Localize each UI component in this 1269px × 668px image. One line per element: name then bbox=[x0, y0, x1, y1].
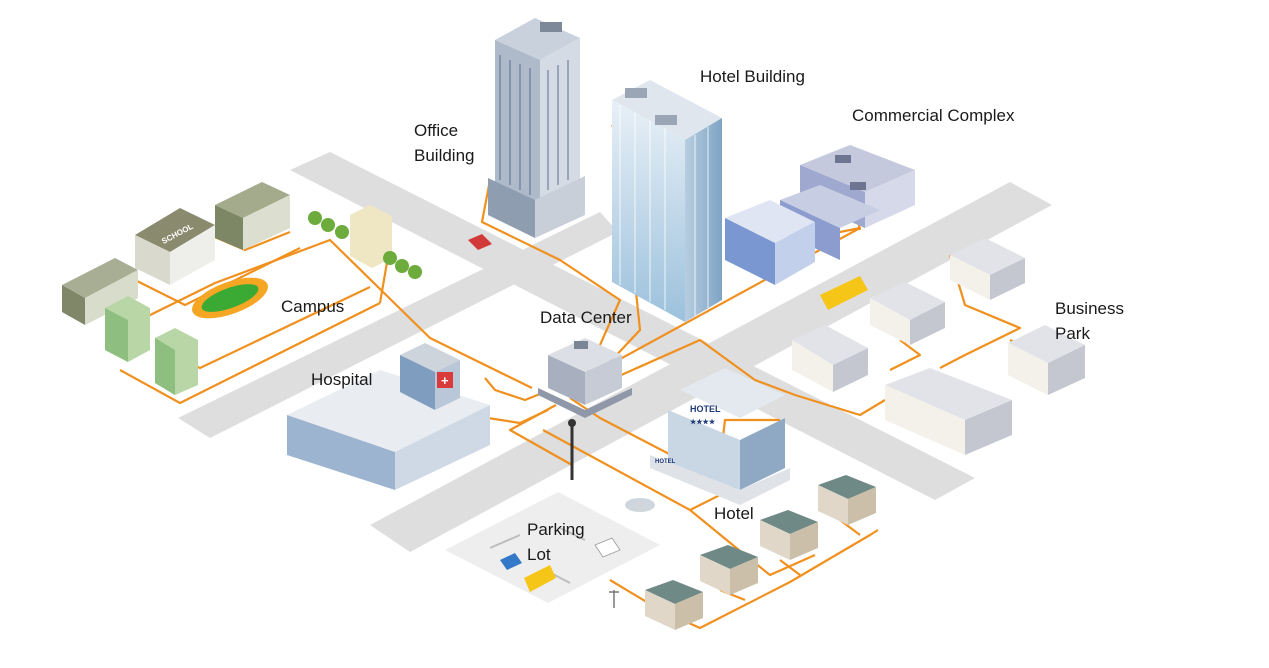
bus-parking bbox=[524, 565, 556, 592]
roads bbox=[178, 152, 1052, 603]
label-hospital: Hospital bbox=[311, 370, 373, 389]
fountain bbox=[625, 498, 655, 512]
hotel-stars: ★★★★ bbox=[690, 418, 716, 426]
data-center bbox=[538, 338, 632, 418]
label-office-line1: Office bbox=[414, 121, 459, 140]
label-parking-line2: Lot bbox=[527, 545, 551, 564]
business-park bbox=[792, 238, 1085, 455]
hotel-building bbox=[612, 80, 722, 322]
bus-yellow bbox=[820, 276, 868, 310]
label-office-building: Office Building bbox=[414, 118, 475, 168]
road-main-diagonal bbox=[290, 152, 975, 500]
antenna-icon bbox=[609, 590, 619, 608]
road-campus bbox=[178, 212, 618, 438]
hotel-roof-sign: HOTEL bbox=[690, 404, 721, 414]
label-business-line2: Park bbox=[1055, 324, 1090, 343]
label-office-line2: Building bbox=[414, 146, 475, 165]
hospital-cross-sign bbox=[437, 372, 453, 388]
label-parking-line1: Parking bbox=[527, 520, 585, 539]
hotel-front-sign: HOTEL bbox=[655, 459, 676, 465]
label-parking-lot: Parking Lot bbox=[527, 517, 585, 567]
label-hotel-building: Hotel Building bbox=[700, 67, 805, 86]
label-hotel: Hotel bbox=[714, 504, 754, 523]
label-data-center: Data Center bbox=[540, 308, 632, 327]
commercial-complex bbox=[725, 145, 915, 285]
label-business-line1: Business bbox=[1055, 299, 1124, 318]
label-commercial-complex: Commercial Complex bbox=[852, 106, 1015, 125]
vehicles bbox=[468, 234, 868, 592]
campus: SCHOOL bbox=[62, 182, 422, 395]
car-red bbox=[468, 234, 492, 250]
street-lamp bbox=[568, 419, 576, 480]
road-cross-diagonal bbox=[370, 182, 1052, 552]
houses bbox=[645, 475, 876, 630]
parking-lot bbox=[445, 492, 660, 603]
hospital: + bbox=[287, 343, 490, 490]
office-building bbox=[488, 18, 585, 238]
svg-text:+: + bbox=[441, 373, 449, 388]
label-business-park: Business Park bbox=[1055, 296, 1124, 346]
car-blue bbox=[500, 553, 522, 570]
label-campus: Campus bbox=[281, 297, 345, 316]
ambulance bbox=[594, 537, 621, 558]
hotel: HOTEL ★★★★ HOTEL bbox=[625, 368, 790, 512]
